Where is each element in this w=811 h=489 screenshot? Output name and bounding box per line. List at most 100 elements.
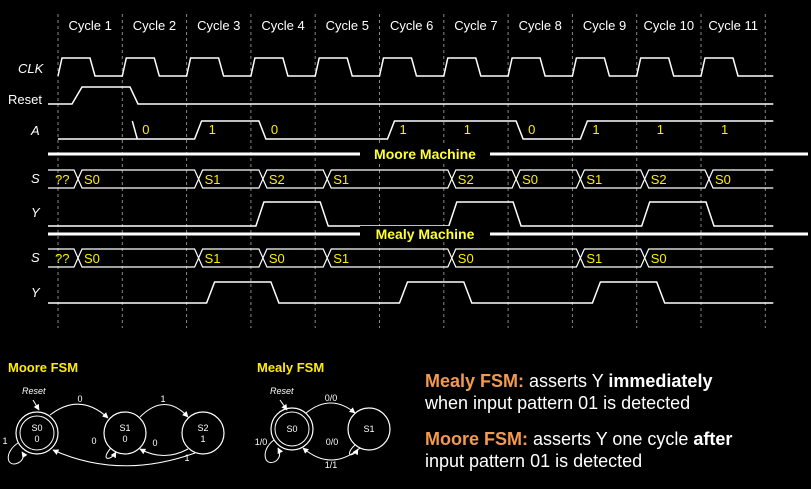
clk-waveform	[57, 57, 774, 77]
a-value: 1	[400, 122, 407, 137]
moore-state-value: S2	[651, 172, 667, 187]
cycle-label: Cycle 10	[644, 18, 695, 33]
moore-reset-arrow	[32, 399, 40, 411]
cycle-label: Cycle 6	[390, 18, 433, 33]
a-waveform	[58, 120, 774, 140]
moore-state-value: ??	[55, 172, 69, 187]
moore-state-value: S2	[269, 172, 285, 187]
moore-edge-s2-s0-label: 1	[184, 453, 189, 463]
mealy-state-value: S1	[586, 251, 602, 266]
moore-state-s2-output: 1	[200, 434, 205, 444]
moore-edge-s1-s2	[139, 404, 189, 418]
mealy-state-s1-name: S1	[363, 424, 374, 434]
mealy-s-label: S	[31, 250, 40, 265]
moore-state-s1-output: 0	[122, 434, 127, 444]
moore-state-s2	[181, 411, 225, 455]
mealy-y-label: Y	[31, 285, 41, 300]
reset-label: Reset	[8, 92, 42, 107]
moore-caption-pre: asserts Y one cycle	[528, 429, 694, 449]
cycle-label: Cycle 2	[133, 18, 176, 33]
moore-state-value: S0	[522, 172, 538, 187]
a-value: 1	[464, 122, 471, 137]
cycle-label: Cycle 7	[454, 18, 497, 33]
moore-edge-s2-s1	[139, 448, 189, 456]
moore-caption-emph: after	[693, 429, 733, 449]
moore-caption: Moore FSM: asserts Y one cycle after inp…	[425, 429, 732, 472]
mealy-caption-post: when input pattern 01 is detected	[425, 392, 691, 413]
moore-edge-s1-s2-label: 1	[160, 394, 165, 404]
mealy-state-value: ??	[55, 251, 69, 266]
mealy-edge-s0-s1	[305, 402, 356, 414]
cycle-label: Cycle 3	[197, 18, 240, 33]
reset-waveform	[48, 86, 774, 105]
mealy-header: Mealy Machine	[376, 226, 475, 242]
mealy-edge-s0-self-label: 1/0	[255, 437, 268, 447]
a-value: 0	[142, 122, 149, 137]
moore-edge-s1-self	[105, 447, 117, 459]
mealy-edge-s1-s0-label: 1/1	[325, 460, 338, 470]
moore-edge-s2-s1-label: 0	[152, 438, 157, 448]
mealy-header-bg	[360, 226, 490, 242]
moore-state-s0-inner	[19, 415, 55, 451]
moore-state-s1-name: S1	[119, 423, 130, 433]
mealy-state-s0	[270, 407, 314, 451]
mealy-reset-label: Reset	[270, 386, 294, 396]
mealy-caption-emph: immediately	[608, 371, 713, 391]
moore-s-label: S	[31, 171, 40, 186]
mealy-state-value: S0	[458, 251, 474, 266]
moore-y-label: Y	[31, 205, 41, 220]
moore-caption-label: Moore FSM:	[425, 429, 528, 449]
moore-reset-label: Reset	[22, 386, 46, 396]
mealy-state-value: S0	[269, 251, 285, 266]
mealy-caption-label: Mealy FSM:	[425, 371, 525, 391]
cycle-label: Cycle 8	[519, 18, 562, 33]
a-value: 1	[657, 122, 664, 137]
moore-edge-s2-s0	[52, 449, 196, 467]
mealy-state-value: S1	[205, 251, 221, 266]
moore-header-bg	[360, 146, 490, 162]
moore-fsm-title: Moore FSM	[8, 360, 78, 375]
moore-y-waveform	[48, 201, 774, 227]
a-value: 1	[721, 122, 728, 137]
moore-state-value: S1	[586, 172, 602, 187]
cycle-label: Cycle 11	[708, 18, 758, 33]
mealy-edge-s1-self	[349, 444, 359, 456]
mealy-state-s0-inner	[274, 411, 310, 447]
moore-header: Moore Machine	[374, 146, 476, 162]
mealy-y-waveform	[48, 281, 774, 304]
mealy-fsm-title: Mealy FSM	[257, 360, 324, 375]
mealy-edge-s0-self	[264, 439, 284, 464]
cycle-label: Cycle 4	[261, 18, 304, 33]
moore-edge-s1-self-label: 0	[91, 436, 96, 446]
moore-fsm: Moore FSM Reset S0 0 S1 0 S2 1 0 1 1 0 0…	[2, 360, 225, 467]
moore-state-s0	[15, 411, 59, 455]
moore-edge-s0-s1-label: 0	[77, 394, 82, 404]
mealy-fsm: Mealy FSM Reset S0 S1 0/0 1/0 0/0 1/1	[255, 360, 391, 470]
moore-edge-s0-self	[7, 442, 28, 465]
a-value: 1	[209, 122, 216, 137]
a-edge	[131, 120, 139, 140]
clk-label: CLK	[18, 61, 45, 76]
moore-state-value: S2	[458, 172, 474, 187]
mealy-state-s0-name: S0	[286, 424, 297, 434]
moore-edge-s0-s1	[49, 403, 109, 419]
moore-state-s0-output: 0	[34, 434, 39, 444]
moore-state-value: S1	[333, 172, 349, 187]
moore-edge-s0-self-label: 1	[2, 436, 7, 446]
mealy-state-value: S0	[84, 251, 100, 266]
mealy-state-s1	[347, 407, 391, 451]
mealy-edge-s0-s1-label: 0/0	[325, 393, 338, 403]
a-value: 0	[271, 122, 278, 137]
moore-state-s2-name: S2	[197, 423, 208, 433]
mealy-edge-s1-s0	[302, 447, 361, 461]
mealy-caption-pre: asserts Y	[524, 371, 609, 391]
mealy-state-value: S0	[651, 251, 667, 266]
mealy-bus-lower	[48, 248, 774, 268]
a-label: A	[30, 123, 40, 138]
mealy-edge-s1-self-label: 0/0	[326, 437, 339, 447]
cycle-label: Cycle 9	[583, 18, 626, 33]
moore-state-s1	[103, 411, 147, 455]
moore-state-value: S0	[715, 172, 731, 187]
moore-caption-post: input pattern 01 is detected	[425, 450, 643, 471]
